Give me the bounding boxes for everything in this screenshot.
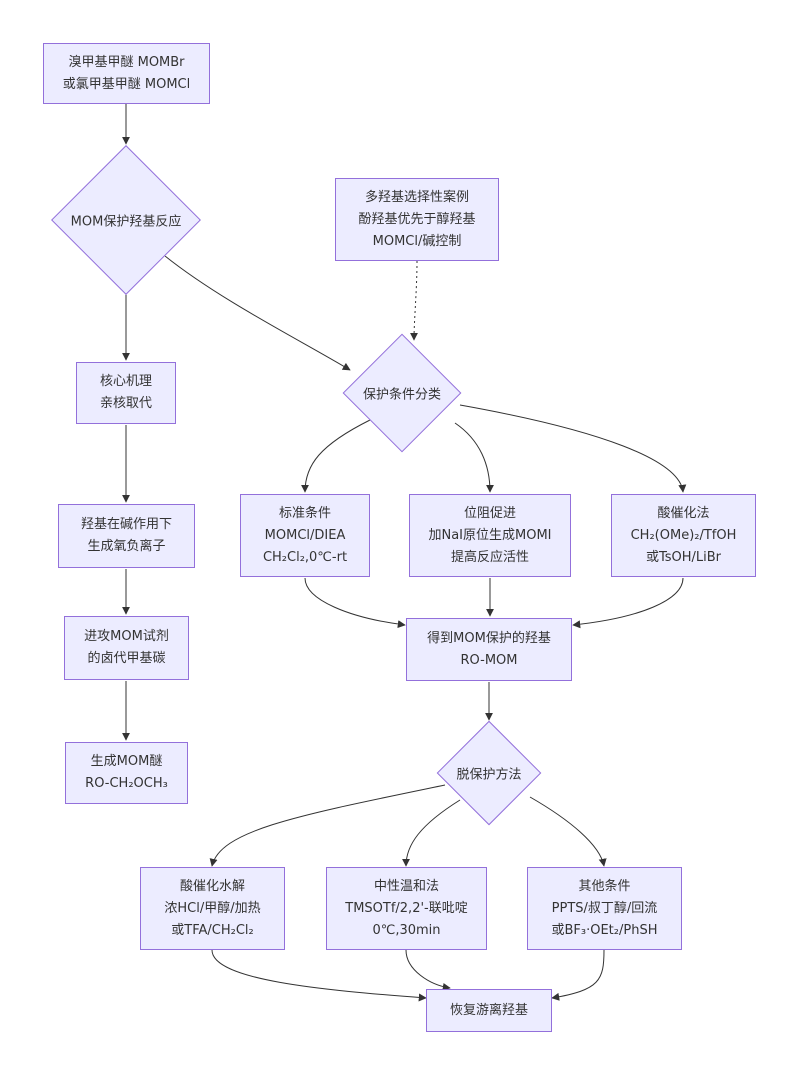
reagent-line2: 或氯甲基甲醚 MOMCl [62,76,191,92]
ether-node: 生成MOM醚 RO-CH₂OCH₃ [65,742,188,804]
product-line1: 得到MOM保护的羟基 [427,630,551,646]
protect-reaction-label: MOM保护羟基反应 [70,214,182,230]
selectivity-case-node: 多羟基选择性案例 酚羟基优先于醇羟基 MOMCl/碱控制 [335,178,499,261]
other-line3: 或BF₃·OEt₂/PhSH [551,922,658,938]
attack-line2: 的卤代甲基碳 [87,651,166,666]
reagent-line1: 溴甲基甲醚 MOMBr [68,54,185,70]
edge-deprotect-to-neutral [402,799,461,867]
selectivity-line1: 多羟基选择性案例 [364,189,469,205]
edge-neutral-to-free [405,949,451,991]
acid-hydrolysis-line3: 或TFA/CH₂Cl₂ [171,922,254,938]
edge-reaction-to-classification [164,255,351,371]
edge-acid-to-product [572,577,684,629]
core-mechanism-line1: 核心机理 [99,374,152,389]
edge-classification-to-acid [459,404,687,493]
deprotect-label: 脱保护方法 [456,767,522,783]
edge-classification-to-hindered [454,422,494,493]
free-hydroxyl-node: 恢复游离羟基 [426,989,552,1032]
edge-classification-to-standard [301,419,371,493]
condition-class-label: 保护条件分类 [362,387,442,403]
standard-condition-node: 标准条件 MOMCl/DIEA CH₂Cl₂,0℃-rt [240,494,370,577]
standard-line1: 标准条件 [278,505,331,521]
alkoxide-line2: 生成氧负离子 [87,539,166,554]
core-mechanism-node: 核心机理 亲核取代 [76,362,176,424]
acid-cat-line2: CH₂(OMe)₂/TfOH [630,527,737,543]
ether-line2: RO-CH₂OCH₃ [85,776,168,791]
hindered-line1: 位阻促进 [463,505,516,521]
edge-hydrolysis-to-free [211,949,427,1002]
other-line1: 其他条件 [578,878,631,894]
edge-standard-to-product [304,577,406,629]
attack-node: 进攻MOM试剂 的卤代甲基碳 [64,616,189,680]
other-line2: PPTS/叔丁醇/回流 [551,900,658,916]
neutral-line2: TMSOTf/2,2'-联吡啶 [345,900,468,916]
edge-deprotect-to-hydrolysis [209,784,446,867]
ether-line1: 生成MOM醚 [90,754,163,769]
hindered-condition-node: 位阻促进 加NaI原位生成MOMI 提高反应活性 [409,494,571,577]
edge-other-to-free [551,949,605,1001]
acid-catalysis-node: 酸催化法 CH₂(OMe)₂/TfOH 或TsOH/LiBr [611,494,756,577]
acid-cat-line1: 酸催化法 [657,505,710,521]
reagent-node: 溴甲基甲醚 MOMBr 或氯甲基甲醚 MOMCl [43,43,210,104]
standard-line2: MOMCl/DIEA [264,527,346,543]
product-node: 得到MOM保护的羟基 RO-MOM [406,618,572,681]
selectivity-line2: 酚羟基优先于醇羟基 [358,211,476,227]
product-line2: RO-MOM [460,652,518,668]
edge-deprotect-to-other [529,796,607,867]
core-mechanism-line2: 亲核取代 [99,396,152,411]
other-conditions-node: 其他条件 PPTS/叔丁醇/回流 或BF₃·OEt₂/PhSH [527,867,682,950]
standard-line3: CH₂Cl₂,0℃-rt [262,549,348,565]
alkoxide-line1: 羟基在碱作用下 [80,517,172,532]
acid-hydrolysis-node: 酸催化水解 浓HCl/甲醇/加热 或TFA/CH₂Cl₂ [140,867,285,950]
neutral-method-node: 中性温和法 TMSOTf/2,2'-联吡啶 0℃,30min [326,867,487,950]
acid-hydrolysis-line2: 浓HCl/甲醇/加热 [164,900,261,916]
attack-line1: 进攻MOM试剂 [84,629,169,644]
acid-hydrolysis-line1: 酸催化水解 [179,878,245,894]
selectivity-line3: MOMCl/碱控制 [372,233,462,249]
neutral-line3: 0℃,30min [372,922,441,938]
edge-selectivity-to-classification [410,260,419,341]
neutral-line1: 中性温和法 [373,878,439,894]
free-hydroxyl-label: 恢复游离羟基 [449,1002,528,1018]
hindered-line3: 提高反应活性 [450,549,529,565]
alkoxide-node: 羟基在碱作用下 生成氧负离子 [58,504,195,568]
hindered-line2: 加NaI原位生成MOMI [428,527,552,543]
acid-cat-line3: 或TsOH/LiBr [645,549,722,565]
